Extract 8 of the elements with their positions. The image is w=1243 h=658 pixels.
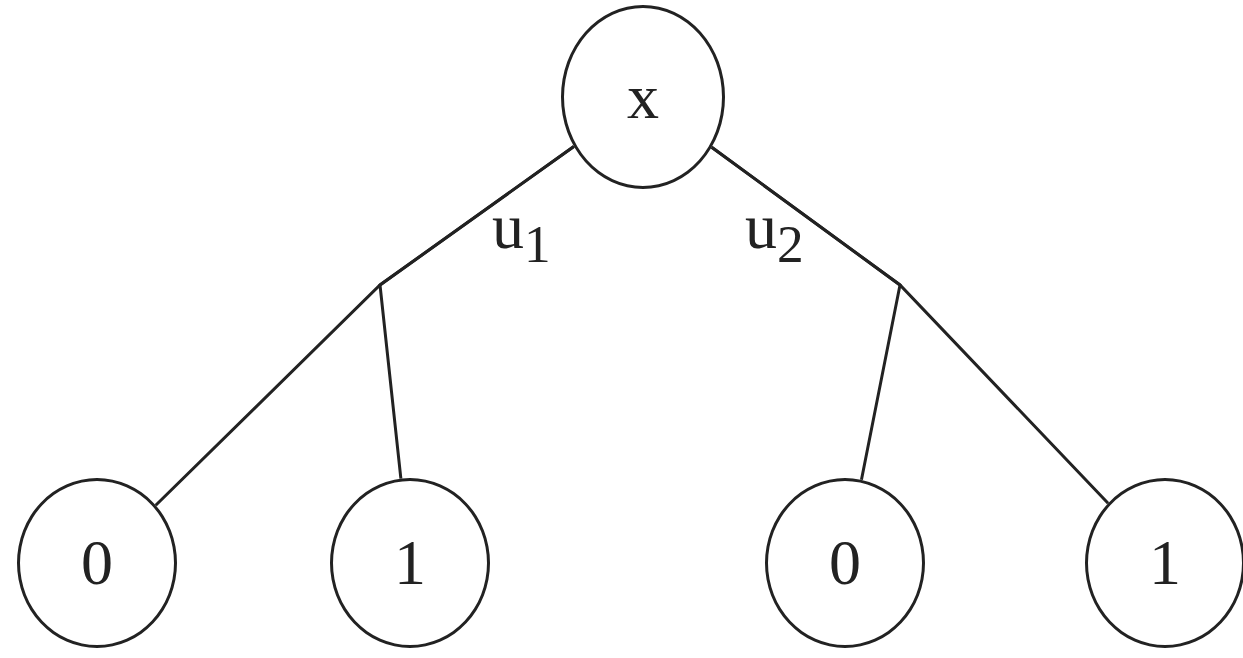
variable-label: u$_{1}$	[492, 195, 551, 272]
connector-line	[378, 145, 575, 479]
node-label: 1	[394, 531, 426, 595]
node-label: 0	[829, 531, 861, 595]
node-label: x	[627, 65, 659, 129]
variable-label: u$_{2}$	[745, 195, 804, 272]
node-label: 1	[1149, 531, 1181, 595]
node-label: 0	[81, 531, 113, 595]
